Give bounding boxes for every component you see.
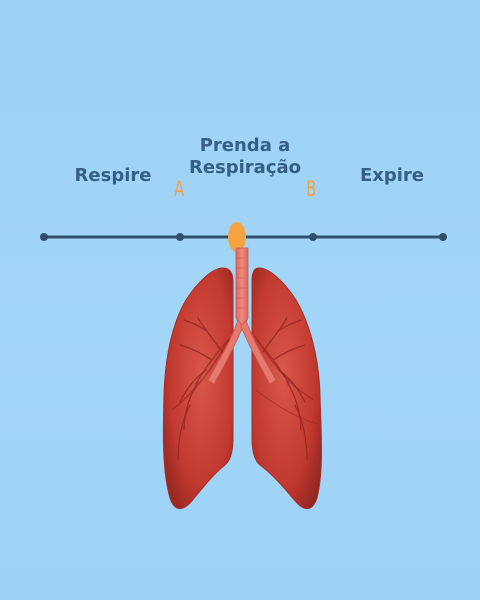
trachea <box>235 247 249 327</box>
right-lung-fissure-lower <box>255 389 319 425</box>
timeline-point-b <box>309 233 317 241</box>
phase-label-inhale: Respire <box>74 165 152 186</box>
trachea-rings <box>236 257 248 309</box>
bronchial-veins <box>177 317 308 461</box>
left-bronchus <box>207 319 244 385</box>
left-lung-fissure <box>171 337 231 411</box>
marker-label-a: A <box>174 177 185 201</box>
phase-label-exhale: Expire <box>359 165 425 186</box>
progress-dot <box>228 222 246 252</box>
left-lung <box>162 267 234 510</box>
phase-label-hold: Prenda a Respiração <box>188 135 302 178</box>
marker-label-b: B <box>306 177 317 201</box>
timeline-point-a <box>176 233 184 241</box>
right-bronchus <box>240 319 277 385</box>
timeline-start-point <box>40 233 48 241</box>
lungs-illustration <box>162 247 322 510</box>
right-lung <box>251 267 322 510</box>
timeline-end-point <box>439 233 447 241</box>
timeline <box>40 222 447 252</box>
